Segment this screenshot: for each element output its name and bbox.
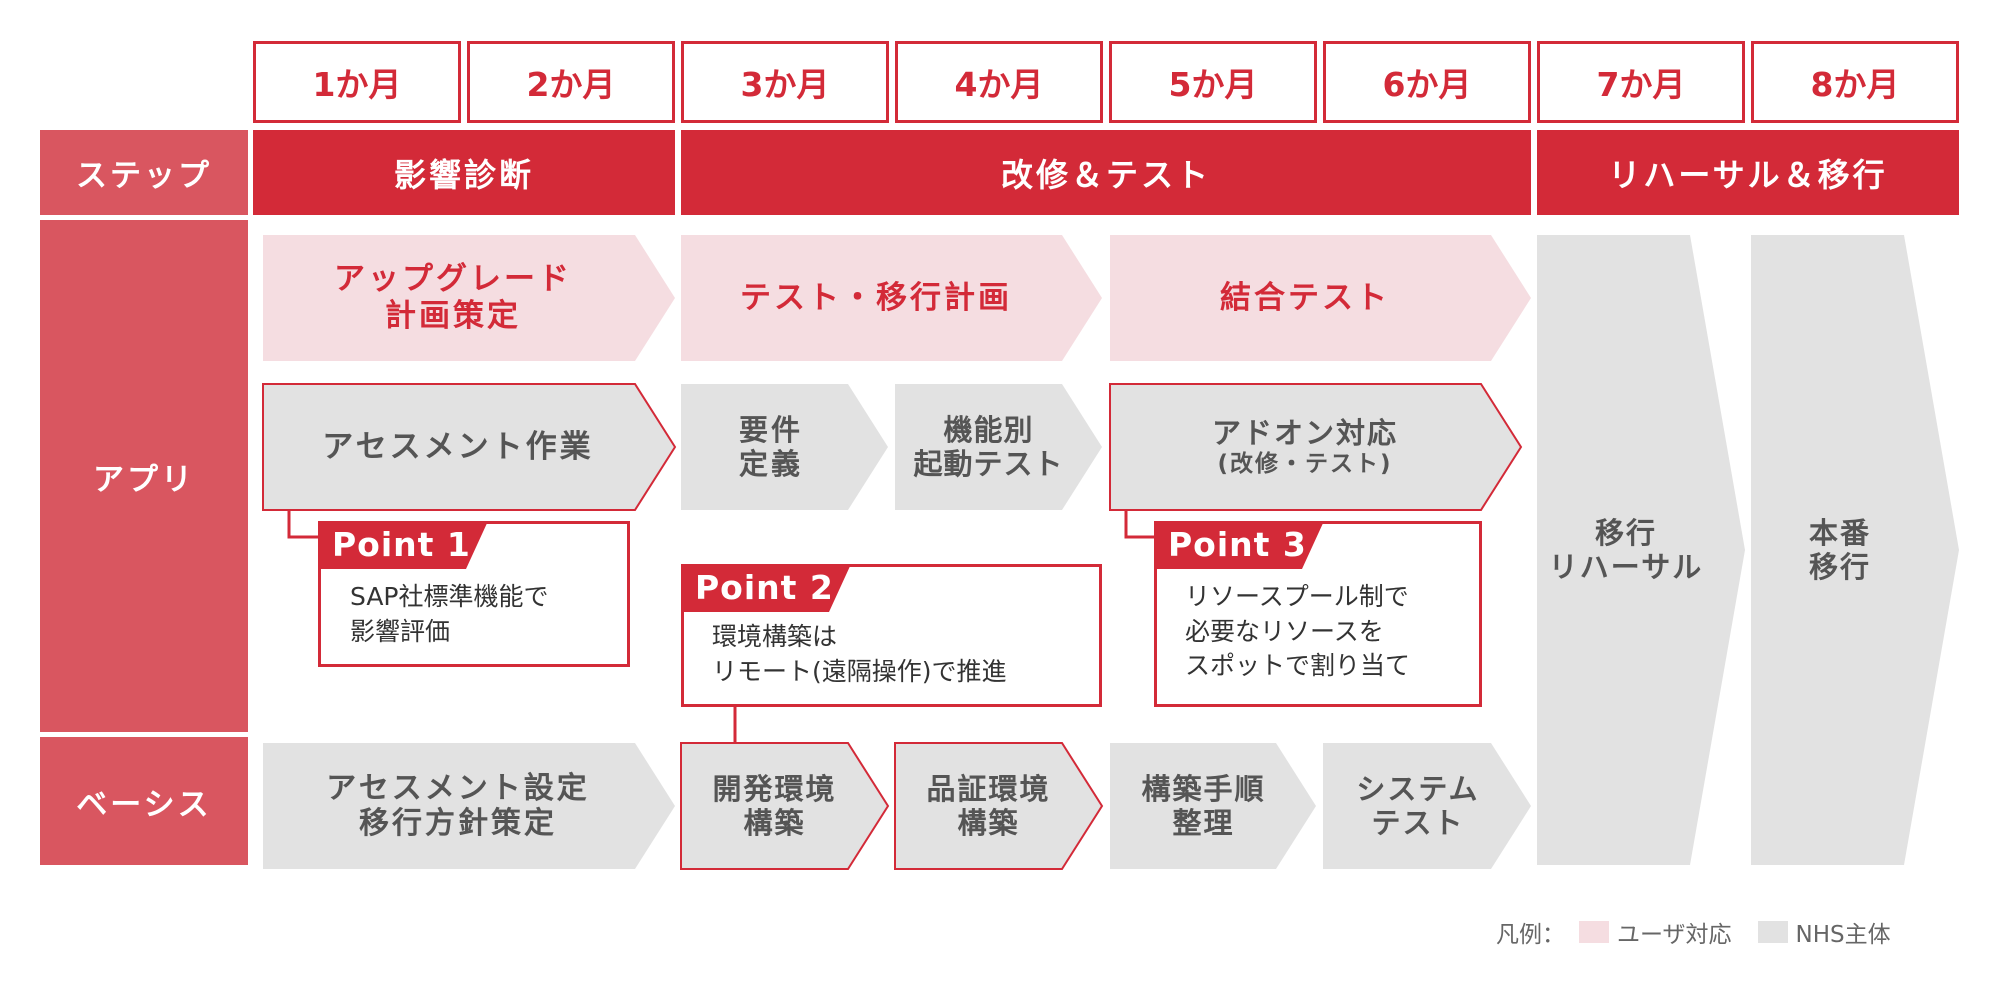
task-requirements: 要件 定義 <box>681 384 861 510</box>
arrow-requirements <box>681 384 888 510</box>
month-1: 1か月 <box>253 41 461 123</box>
task-dev-env-line1: 開発環境 <box>712 771 837 806</box>
task-requirements-line2: 定義 <box>738 447 803 481</box>
point-1-tag-shape <box>318 521 488 569</box>
legend-nhs-text: NHS主体 <box>1795 922 1891 948</box>
task-assessment-setup-line1: アセスメント設定 <box>326 770 590 806</box>
task-qa-env-line1: 品証環境 <box>926 771 1051 806</box>
task-integration-test: 結合テスト <box>1110 235 1500 361</box>
month-8: 8か月 <box>1751 41 1959 123</box>
phase-modification-test: 改修＆テスト <box>681 130 1531 215</box>
step-label: ステップ <box>40 130 248 215</box>
legend-user-text: ユーザ対応 <box>1617 922 1732 948</box>
connector-point-1 <box>287 510 318 539</box>
task-build-procedure-line2: 整理 <box>1172 806 1235 840</box>
task-system-test: システム テスト <box>1323 743 1513 869</box>
task-assessment-setup: アセスメント設定 移行方針策定 <box>263 743 653 869</box>
task-addon-line2: (改修・テスト) <box>1217 450 1393 477</box>
task-upgrade-plan: アップグレード 計画策定 <box>263 235 643 361</box>
row-label-app: アプリ <box>40 220 248 732</box>
month-2: 2か月 <box>467 41 675 123</box>
point-2-line1: 環境構築は <box>712 622 838 651</box>
task-rehearsal-line2: リハーサル <box>1548 550 1704 584</box>
task-upgrade-plan-line2: 計画策定 <box>385 298 521 334</box>
month-4: 4か月 <box>895 41 1103 123</box>
month-6: 6か月 <box>1323 41 1531 123</box>
long-arrows <box>1537 235 1959 865</box>
phase-rehearsal-migration: リハーサル＆移行 <box>1537 130 1959 215</box>
task-function-test: 機能別 起動テスト <box>895 384 1082 510</box>
point-3-tag: Point 3 <box>1168 525 1307 564</box>
task-function-test-line2: 起動テスト <box>913 447 1064 481</box>
point-3-text: リソースプール制で 必要なリソースを スポットで割り当て <box>1185 580 1410 684</box>
task-production: 本番 移行 <box>1751 500 1929 600</box>
point-2-tag: Point 2 <box>695 568 834 607</box>
point-2-text: 環境構築は リモート(遠隔操作)で推進 <box>712 620 1007 689</box>
arrow-upgrade-plan <box>263 235 675 361</box>
point-2-tag-shape <box>681 564 851 612</box>
arrow-assessment-work <box>262 383 677 511</box>
connectors <box>287 510 1154 743</box>
arrow-rehearsal <box>1537 235 1745 865</box>
legend-swatch-nhs <box>1757 921 1788 943</box>
task-rehearsal: 移行 リハーサル <box>1537 500 1715 600</box>
month-3: 3か月 <box>681 41 889 123</box>
task-test-migration-plan: テスト・移行計画 <box>681 235 1071 361</box>
task-dev-env: 開発環境 構築 <box>681 743 868 869</box>
point-1-text: SAP社標準機能で 影響評価 <box>350 580 549 649</box>
task-qa-env-line2: 構築 <box>957 806 1020 840</box>
point-2-line2: リモート(遠隔操作)で推進 <box>712 656 1007 686</box>
arrow-integration-test <box>1110 235 1531 361</box>
row-label-basis: ベーシス <box>40 737 248 865</box>
task-dev-env-line2: 構築 <box>743 806 806 840</box>
user-row-arrows <box>263 235 1531 361</box>
connector-point-3 <box>1124 510 1154 539</box>
arrow-build-procedure <box>1110 743 1316 869</box>
task-system-test-line2: テスト <box>1371 806 1465 840</box>
phase-impact-diagnosis: 影響診断 <box>253 130 675 215</box>
task-rehearsal-line1: 移行 <box>1594 515 1657 550</box>
task-assessment-work-line1: アセスメント作業 <box>322 428 594 465</box>
work-row-arrows <box>262 383 1523 511</box>
task-requirements-line1: 要件 <box>738 412 803 447</box>
point-1-tag: Point 1 <box>332 525 471 564</box>
task-function-test-line1: 機能別 <box>943 412 1034 447</box>
task-build-procedure: 構築手順 整理 <box>1110 743 1297 869</box>
task-system-test-line1: システム <box>1356 771 1480 806</box>
point-3-line3: スポットで割り当て <box>1185 651 1411 680</box>
point-3-line1: リソースプール制で <box>1185 582 1409 611</box>
arrow-qa-env <box>894 742 1104 870</box>
legend: 凡例： ユーザ対応 NHS主体 <box>1496 915 1891 949</box>
task-assessment-setup-line2: 移行方針策定 <box>359 806 557 841</box>
arrow-test-migration-plan <box>681 235 1102 361</box>
point-3-line2: 必要なリソースを <box>1185 616 1384 646</box>
month-5: 5か月 <box>1109 41 1317 123</box>
arrow-dev-env <box>680 742 890 870</box>
task-addon: アドオン対応 (改修・テスト) <box>1110 384 1500 510</box>
task-production-line1: 本番 <box>1808 515 1871 550</box>
basis-row-arrows <box>263 742 1531 870</box>
legend-swatch-user <box>1579 921 1609 943</box>
legend-label: 凡例： <box>1496 922 1565 948</box>
point-3-tag-shape <box>1154 521 1324 569</box>
task-upgrade-plan-line1: アップグレード <box>334 261 572 298</box>
task-integration-test-line1: 結合テスト <box>1220 279 1390 316</box>
task-addon-line1: アドオン対応 <box>1211 416 1398 451</box>
task-production-line2: 移行 <box>1808 550 1871 584</box>
task-build-procedure-line1: 構築手順 <box>1141 771 1266 806</box>
arrow-production <box>1751 235 1959 865</box>
arrow-system-test <box>1323 743 1531 869</box>
task-test-migration-plan-line1: テスト・移行計画 <box>740 279 1012 316</box>
arrow-assessment-setup <box>263 743 675 869</box>
month-7: 7か月 <box>1537 41 1745 123</box>
task-assessment-work: アセスメント作業 <box>263 384 653 510</box>
arrow-function-test <box>895 384 1102 510</box>
arrow-addon <box>1109 383 1523 511</box>
point-1-line2: 影響評価 <box>350 616 451 646</box>
task-qa-env: 品証環境 構築 <box>895 743 1082 869</box>
point-1-line1: SAP社標準機能で <box>350 582 549 611</box>
